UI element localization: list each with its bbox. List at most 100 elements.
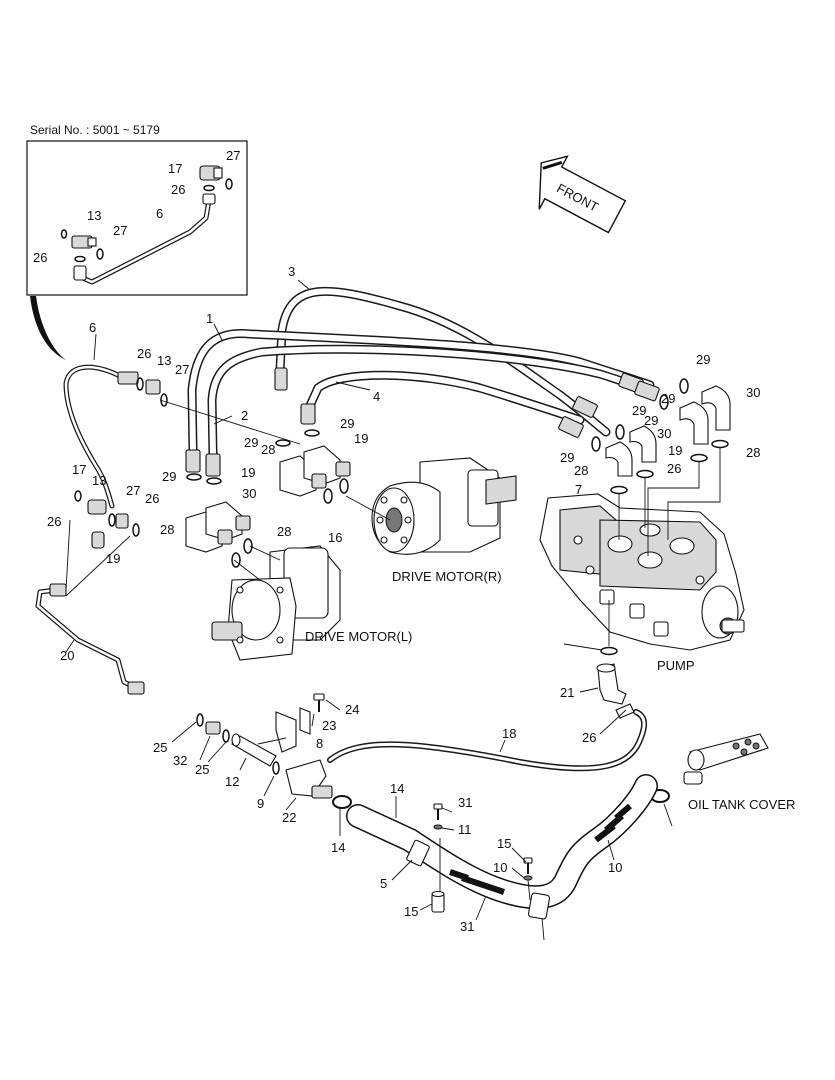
hose-2 <box>207 344 645 459</box>
callout: 27 <box>175 362 189 377</box>
tube-7 <box>35 583 145 695</box>
callout: 6 <box>89 320 96 335</box>
inset-fitting-13 <box>71 235 97 249</box>
callout: 24 <box>345 702 359 717</box>
callout: 17 <box>168 161 182 176</box>
label-oil-tank-cover: OIL TANK COVER <box>688 797 795 812</box>
pipe-32 <box>231 733 277 767</box>
drive-motor-r <box>371 457 517 555</box>
o-rings-28-pump <box>600 439 729 656</box>
callout: 19 <box>354 431 368 446</box>
callout: 8 <box>316 736 323 751</box>
callout: 15 <box>497 836 511 851</box>
callout: 26 <box>47 514 61 529</box>
callout: 31 <box>458 795 472 810</box>
hose-8 <box>327 709 648 772</box>
callout: 17 <box>72 462 86 477</box>
label-drive-motor-r: DRIVE MOTOR(R) <box>392 569 502 584</box>
hose-4 <box>303 370 585 425</box>
fitting-12 <box>285 759 333 799</box>
callout: 26 <box>667 461 681 476</box>
drive-motor-l <box>211 545 341 661</box>
left-fitting-cluster <box>74 490 140 549</box>
callout-numbers: 17 27 26 13 6 27 26 3 1 6 26 13 27 4 29 … <box>33 148 760 934</box>
callout: 19 <box>106 551 120 566</box>
callout: 26 <box>33 250 47 265</box>
callout: 28 <box>261 442 275 457</box>
callout: 11 <box>458 822 472 837</box>
callout: 29 <box>696 352 710 367</box>
callout: 9 <box>257 796 264 811</box>
callout: 5 <box>380 876 387 891</box>
inset-fitting-17 <box>199 165 223 181</box>
callout: 30 <box>242 486 256 501</box>
callout: 4 <box>373 389 380 404</box>
callout: 27 <box>226 148 240 163</box>
callout: 14 <box>390 781 404 796</box>
callout: 28 <box>574 463 588 478</box>
callout: 2 <box>241 408 248 423</box>
callout: 30 <box>657 426 671 441</box>
clamp-31-left <box>332 795 352 809</box>
inset-tube-6 <box>73 193 216 285</box>
bolt-20 <box>313 693 325 712</box>
callout: 29 <box>340 416 354 431</box>
front-arrow: FRONT <box>538 155 627 234</box>
callout: 12 <box>225 774 239 789</box>
callout: 28 <box>160 522 174 537</box>
pump <box>539 493 745 651</box>
callout: 29 <box>632 403 646 418</box>
serial-note: Serial No. : 5001 ~ 5179 <box>30 123 160 137</box>
bolts-22-11 <box>433 803 533 881</box>
callout: 21 <box>560 685 574 700</box>
callout: 28 <box>277 524 291 539</box>
callout: 16 <box>328 530 342 545</box>
o-rings-29 <box>186 378 689 485</box>
guide-lines-pump <box>608 448 721 646</box>
callout: 29 <box>560 450 574 465</box>
callout: 26 <box>137 346 151 361</box>
callout: 13 <box>157 353 171 368</box>
callout: 31 <box>460 919 474 934</box>
callout: 1 <box>206 311 213 326</box>
callout: 29 <box>162 469 176 484</box>
hose-1 <box>187 329 655 455</box>
elbow-fittings-motor-l <box>185 501 253 568</box>
label-pump: PUMP <box>657 658 695 673</box>
callout: 29 <box>244 435 258 450</box>
serial-inset-box <box>26 140 248 296</box>
oil-tank-strainer <box>683 733 769 785</box>
callout: 14 <box>331 840 345 855</box>
tube-6-main <box>63 364 139 509</box>
callout: 23 <box>322 718 336 733</box>
leader-lines <box>65 279 673 941</box>
callout: 7 <box>575 482 582 497</box>
suction-hose-9-10 <box>346 774 658 920</box>
fitting-16 <box>596 663 627 705</box>
callout: 29 <box>661 391 675 406</box>
callout: 10 <box>608 860 622 875</box>
callout: 30 <box>746 385 760 400</box>
callout: 13 <box>92 473 106 488</box>
label-drive-motor-l: DRIVE MOTOR(L) <box>305 629 412 644</box>
hose-end-fittings <box>185 367 660 477</box>
inset-pointer <box>30 296 66 360</box>
hose-insert-5 <box>431 890 445 913</box>
callout: 3 <box>288 264 295 279</box>
callout: 25 <box>153 740 167 755</box>
elbow-fittings-motor-r <box>279 445 351 504</box>
callout: 27 <box>113 223 127 238</box>
callout: 22 <box>282 810 296 825</box>
callout: 26 <box>145 491 159 506</box>
callout: 10 <box>493 860 507 875</box>
callout: 20 <box>60 648 74 663</box>
callout: 32 <box>173 753 187 768</box>
callout: 26 <box>582 730 596 745</box>
callout: 15 <box>404 904 418 919</box>
callout: 25 <box>195 762 209 777</box>
elbow-fittings-pump <box>605 385 731 477</box>
callout: 13 <box>87 208 101 223</box>
callout: 18 <box>502 726 516 741</box>
callout: 26 <box>171 182 185 197</box>
